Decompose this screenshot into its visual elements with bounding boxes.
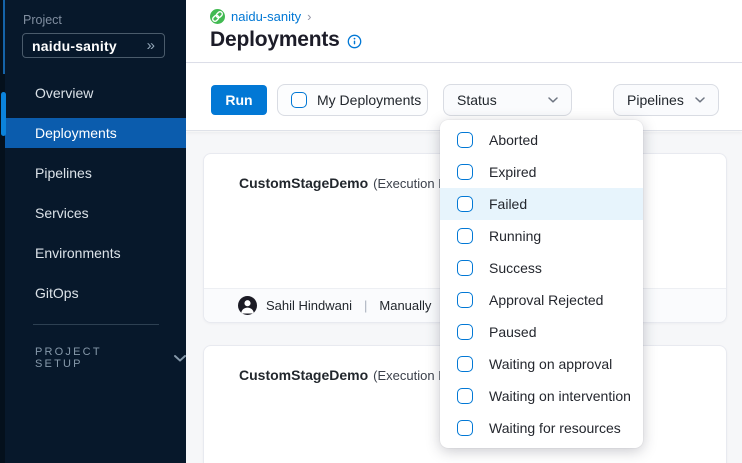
sidebar-nav-label: Overview bbox=[35, 85, 94, 101]
status-menu-label: Paused bbox=[489, 324, 537, 340]
info-icon[interactable] bbox=[347, 34, 362, 49]
status-menu-item[interactable]: Waiting on intervention bbox=[440, 380, 643, 412]
status-checkbox[interactable] bbox=[457, 292, 473, 308]
execution-id-text: (Execution Id bbox=[373, 176, 450, 191]
page-header: naidu-sanity › Deployments bbox=[186, 0, 742, 63]
status-menu-item[interactable]: Waiting for resources bbox=[440, 412, 643, 444]
sidebar-nav: Overview Deployments Pipelines Services … bbox=[5, 78, 186, 318]
pipelines-filter-label: Pipelines bbox=[627, 92, 684, 108]
status-menu-item[interactable]: Paused bbox=[440, 316, 643, 348]
sidebar-nav-item[interactable]: Services bbox=[5, 198, 186, 228]
sidebar-nav-label: Pipelines bbox=[35, 165, 92, 181]
sidebar-nav-label: Environments bbox=[35, 245, 121, 261]
status-menu-label: Approval Rejected bbox=[489, 292, 604, 308]
chevron-down-icon bbox=[174, 354, 186, 362]
module-nav-scroll-indicator bbox=[3, 0, 5, 74]
cd-module-link-icon bbox=[210, 9, 225, 24]
status-menu-label: Running bbox=[489, 228, 542, 244]
status-filter-label: Status bbox=[457, 92, 497, 108]
chevron-down-icon bbox=[548, 97, 558, 103]
status-menu-label: Success bbox=[489, 260, 542, 276]
execution-title-row: CustomStageDemo (Execution Id bbox=[204, 346, 726, 383]
chevron-down-icon bbox=[695, 97, 705, 103]
page-title: Deployments bbox=[210, 28, 340, 51]
status-checkbox[interactable] bbox=[457, 388, 473, 404]
status-checkbox[interactable] bbox=[457, 132, 473, 148]
status-menu-item[interactable]: Approval Rejected bbox=[440, 284, 643, 316]
pipeline-name: CustomStageDemo bbox=[239, 175, 369, 191]
double-chevron-right-icon[interactable]: » bbox=[146, 37, 155, 54]
execution-title-row: CustomStageDemo (Execution Id bbox=[204, 154, 726, 191]
triggered-by-name: Sahil Hindwani bbox=[266, 298, 352, 313]
trigger-type: Manually bbox=[379, 298, 432, 313]
project-label: Project bbox=[23, 13, 62, 27]
sidebar-nav-item[interactable]: Environments bbox=[5, 238, 186, 268]
module-nav-strip bbox=[0, 0, 6, 463]
status-checkbox[interactable] bbox=[457, 228, 473, 244]
status-menu-item[interactable]: Failed bbox=[440, 188, 643, 220]
breadcrumb-separator-icon: › bbox=[307, 9, 312, 24]
sidebar-nav-label: GitOps bbox=[35, 285, 79, 301]
run-button[interactable]: Run bbox=[211, 85, 267, 115]
status-menu-label: Expired bbox=[489, 164, 537, 180]
sidebar-nav-item[interactable]: Pipelines bbox=[5, 158, 186, 188]
status-checkbox[interactable] bbox=[457, 196, 473, 212]
status-menu-item[interactable]: Expired bbox=[440, 156, 643, 188]
title-row: Deployments bbox=[210, 28, 362, 52]
my-deployments-filter[interactable]: My Deployments bbox=[277, 84, 428, 116]
status-menu-label: Failed bbox=[489, 196, 528, 212]
status-menu-label: Aborted bbox=[489, 132, 539, 148]
footer-separator: | bbox=[364, 298, 368, 313]
pipelines-filter-dropdown[interactable]: Pipelines bbox=[613, 84, 719, 116]
sidebar-nav-label: Services bbox=[35, 205, 89, 221]
status-filter-menu: Aborted Expired Failed Running Success A… bbox=[440, 120, 643, 448]
deployments-toolbar: Run My Deployments Status Pipelines bbox=[186, 64, 742, 131]
status-menu-item[interactable]: Success bbox=[440, 252, 643, 284]
my-deployments-checkbox[interactable] bbox=[291, 92, 307, 108]
project-name: naidu-sanity bbox=[32, 37, 117, 54]
sidebar-divider bbox=[33, 324, 159, 325]
status-checkbox[interactable] bbox=[457, 356, 473, 372]
status-checkbox[interactable] bbox=[457, 324, 473, 340]
sidebar-nav-item[interactable]: Overview bbox=[5, 78, 186, 108]
sidebar-nav-item[interactable]: GitOps bbox=[5, 278, 186, 308]
selected-module-indicator bbox=[1, 92, 6, 136]
status-menu-label: Waiting on approval bbox=[489, 356, 613, 372]
status-menu-item[interactable]: Waiting on approval bbox=[440, 348, 643, 380]
breadcrumb-project-link[interactable]: naidu-sanity bbox=[231, 9, 302, 24]
sidebar-nav-item[interactable]: Deployments bbox=[5, 118, 186, 148]
project-selector[interactable]: naidu-sanity » bbox=[22, 33, 165, 58]
status-checkbox[interactable] bbox=[457, 420, 473, 436]
pipeline-name: CustomStageDemo bbox=[239, 367, 369, 383]
status-menu-item[interactable]: Running bbox=[440, 220, 643, 252]
project-setup-label: PROJECT SETUP bbox=[35, 346, 102, 370]
status-menu-label: Waiting on intervention bbox=[489, 388, 631, 404]
project-setup-toggle[interactable]: PROJECT SETUP bbox=[35, 346, 186, 370]
status-checkbox[interactable] bbox=[457, 164, 473, 180]
user-avatar bbox=[238, 296, 257, 315]
status-menu-item[interactable]: Aborted bbox=[440, 124, 643, 156]
execution-id-text: (Execution Id bbox=[373, 368, 450, 383]
breadcrumb: naidu-sanity › bbox=[210, 9, 311, 24]
sidebar-nav-label: Deployments bbox=[35, 125, 117, 141]
my-deployments-label: My Deployments bbox=[317, 92, 422, 108]
status-menu-label: Waiting for resources bbox=[489, 420, 621, 436]
project-sidebar: Project naidu-sanity » Overview Deployme… bbox=[5, 0, 186, 463]
status-checkbox[interactable] bbox=[457, 260, 473, 276]
status-filter-dropdown[interactable]: Status bbox=[443, 84, 572, 116]
